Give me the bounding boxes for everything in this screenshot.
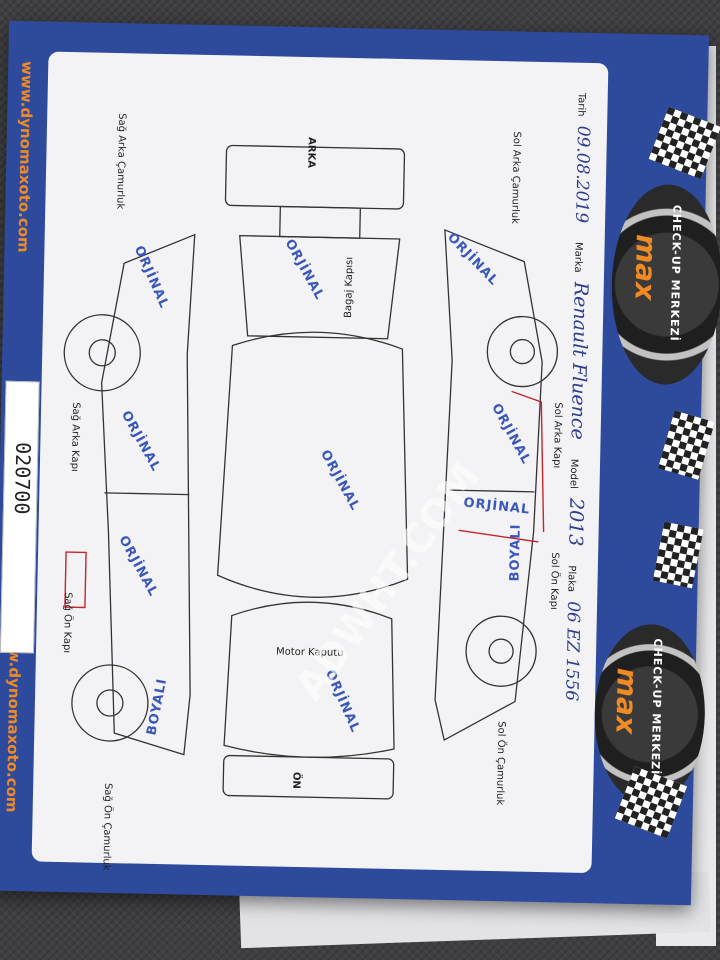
stamp-painted-left-front: BOYALI <box>507 523 524 582</box>
check-up-logo-top: CHECK-UP MERKEZİ max <box>609 183 720 386</box>
wheel-right-front <box>71 664 149 742</box>
label-left-front-door: Sol Ön Kapı <box>547 552 561 610</box>
inspection-sheet: ARKA ÖN Bagaj Kapısı Motor Kaputu Sol Ar… <box>31 51 609 874</box>
wheel-left-front <box>465 615 537 687</box>
trunk-panel <box>239 234 401 340</box>
wheel-left-rear <box>486 315 559 388</box>
label-front: ÖN <box>290 771 302 789</box>
website-url-top: www.dynomaxoto.com <box>14 60 37 253</box>
wheel-right-rear <box>63 314 141 392</box>
red-repair-mark-left-front <box>458 529 539 543</box>
brand-label: Marka <box>572 241 584 273</box>
date-label: Tarih <box>575 92 587 117</box>
front-view <box>222 754 395 800</box>
car-diagram <box>63 144 559 800</box>
right-side-body <box>100 233 196 756</box>
brand-value: Renault Fluence <box>566 281 592 441</box>
model-label: Model <box>567 458 580 489</box>
label-right-front-door: Sağ Ön Kapı <box>60 592 74 654</box>
plate-value: 06 EZ 1556 <box>561 600 584 702</box>
hood-panel <box>223 601 395 758</box>
label-right-rear-fender: Sağ Arka Çamurluk <box>114 113 128 210</box>
plate-label: Plaka <box>565 565 577 593</box>
label-left-rear-door: Sol Arka Kapı <box>550 402 564 469</box>
red-repair-mark-right-front <box>64 551 87 609</box>
model-value: 2013 <box>564 497 588 547</box>
expertise-report-paper: www.dynomaxoto.com www.dynomaxoto.com 02… <box>0 20 720 906</box>
label-left-rear-fender: Sol Arka Çamurluk <box>509 131 522 225</box>
left-side-body <box>434 228 543 742</box>
roof-panel <box>216 331 409 598</box>
label-rear: ARKA <box>305 137 317 169</box>
checkered-flag-3 <box>652 521 704 589</box>
serial-box: 020700 <box>0 380 40 654</box>
label-right-rear-door: Sağ Arka Kapı <box>68 402 82 472</box>
date-value: 09.08.2019 <box>571 125 594 224</box>
red-repair-mark-left-rear <box>511 390 545 533</box>
label-trunk: Bagaj Kapısı <box>343 256 356 319</box>
serial-number: 020700 <box>9 441 36 515</box>
label-left-front-fender: Sol Ön Çamurluk <box>493 721 507 806</box>
label-right-front-fender: Sağ Ön Çamurluk <box>100 782 114 871</box>
